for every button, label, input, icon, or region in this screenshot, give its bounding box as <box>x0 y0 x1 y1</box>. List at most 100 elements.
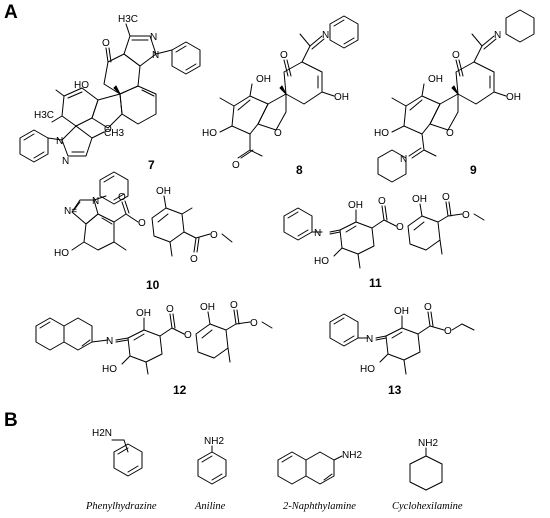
atom-label-o-11c: O <box>442 192 450 203</box>
atom-label-o-11b: O <box>396 222 404 233</box>
atom-label-o-10d: O <box>210 230 218 241</box>
compound-number-11: 11 <box>369 276 382 290</box>
ring-pyrazole-top <box>123 35 157 67</box>
atom-label-o-12a: O <box>166 304 174 315</box>
atom-label-n-12: N <box>106 336 113 347</box>
ring-phenyl-13 <box>329 313 359 347</box>
ring-pyrazole-bottom <box>61 125 93 157</box>
ring-furan-8 <box>257 93 287 131</box>
ring-naphthalene-left-b <box>277 451 307 485</box>
structure-compound-12 <box>35 309 273 375</box>
ring-furan-9 <box>429 93 459 131</box>
ring-naphthalene-left-12 <box>35 317 65 351</box>
atom-label-ho-8: HO <box>202 128 217 139</box>
atom-label-n-7d: N <box>62 156 69 167</box>
ring-cyclohexyl-b <box>409 455 443 491</box>
atom-label-ho-10: HO <box>54 248 69 259</box>
structure-compound-13 <box>329 311 475 375</box>
atom-label-n-8: N <box>322 30 329 41</box>
ring-naphthalene-right-12 <box>63 317 93 351</box>
ring-pyrazole-10 <box>71 199 99 225</box>
atom-label-ho-7: HO <box>74 80 89 91</box>
reagent-name-aniline: Aniline <box>195 501 226 512</box>
atom-label-h2n-phenylhydrazine: H2N <box>92 428 112 439</box>
atom-label-o-10a: O <box>118 192 126 203</box>
atom-label-n-7b: N <box>152 50 159 61</box>
reagent-aniline <box>197 445 227 485</box>
atom-label-n-9a: N <box>494 30 501 41</box>
compound-number-7: 7 <box>148 158 155 172</box>
reagent-name-cyclohexilamine: Cyclohexilamine <box>392 501 463 512</box>
atom-label-o-12c: O <box>230 300 238 311</box>
atom-label-oh-12a: OH <box>136 308 151 319</box>
ring-phenyl-bottom-left <box>19 129 49 163</box>
compound-number-13: 13 <box>388 383 402 397</box>
atom-label-o-13b: O <box>444 326 452 337</box>
atom-label-o-7a: O <box>102 38 110 49</box>
atom-label-n-11: N <box>314 228 321 239</box>
atom-label-ch3-7b: H3C <box>34 110 54 121</box>
ring-phenyl-11 <box>283 207 313 241</box>
compound-number-10: 10 <box>146 278 160 292</box>
atom-label-oh-9b: OH <box>506 92 521 103</box>
compound-number-8: 8 <box>296 163 303 177</box>
ring-aromatic-left-12 <box>127 329 163 363</box>
atom-label-nh2-aniline: NH2 <box>204 436 224 447</box>
atom-label-ho-9: HO <box>374 128 389 139</box>
ring-phenyl-aniline <box>197 451 227 485</box>
atom-label-n-10: N <box>92 196 99 207</box>
ring-aromatic-right-11 <box>407 215 441 251</box>
ring-aromatic-left-11 <box>339 221 375 255</box>
atom-label-nh2-naphthylamine: NH2 <box>342 450 362 461</box>
panel-label-a: A <box>4 2 18 23</box>
atom-label-ch3-7c: CH3 <box>104 128 124 139</box>
ring-aryl-ester-10 <box>151 207 185 243</box>
atom-label-oh-12b: OH <box>200 302 215 313</box>
panel-label-b: B <box>4 410 18 431</box>
reagent-name-2-naphthylamine: 2-Naphthylamine <box>283 501 356 512</box>
atom-label-ho-13: HO <box>360 364 375 375</box>
atom-label-oh-8a: OH <box>256 74 271 85</box>
structure-compound-11 <box>283 201 485 269</box>
atom-label-o-8c: O <box>232 160 240 171</box>
compound-number-12: 12 <box>173 383 187 397</box>
ring-indazole-benzo-10 <box>83 213 115 251</box>
structure-compound-10 <box>71 171 233 257</box>
ring-phenyl-8 <box>329 15 359 49</box>
ring-aromatic-9 <box>403 95 441 135</box>
ring-naphthalene-right-b <box>305 451 335 485</box>
atom-label-n-7c: N <box>56 136 63 147</box>
ring-phenyl-top-right <box>171 41 201 75</box>
ring-aromatic-8 <box>231 95 269 135</box>
ring-cyclohexyl-top-9 <box>505 9 535 43</box>
ring-benzene-mid <box>119 85 157 125</box>
ring-furan-7 <box>91 93 123 129</box>
atom-label-o-10b: O <box>138 218 146 229</box>
ring-dienone-9 <box>455 61 495 105</box>
atom-label-n-7a: N <box>150 32 157 43</box>
structure-compound-8 <box>219 15 359 159</box>
ring-cyclohexyl-bottom-9 <box>377 149 407 183</box>
atom-label-o-8a: O <box>280 50 288 61</box>
atom-label-nh2-cyclohexilamine: NH2 <box>418 438 438 449</box>
ring-aromatic-right-12 <box>195 323 229 359</box>
atom-label-o-12d: O <box>250 318 258 329</box>
atom-label-oh-13: OH <box>394 306 409 317</box>
atom-label-oh-9a: OH <box>428 74 443 85</box>
atom-label-o-8b: O <box>274 128 282 139</box>
atom-label-o-9a: O <box>452 50 460 61</box>
atom-label-oh-10: OH <box>156 186 171 197</box>
ring-aromatic-13 <box>385 327 421 361</box>
atom-label-o-7b: O <box>104 124 112 135</box>
ring-phenyl-10 <box>99 171 129 205</box>
reagent-2-naphthylamine <box>277 451 343 485</box>
reagent-name-phenylhydrazine: Phenylhydrazine <box>86 501 157 512</box>
ring-aromatic-lower-7 <box>61 87 99 127</box>
ring-phenyl-phenylhydrazine <box>113 443 143 477</box>
ring-dienone-8 <box>283 61 323 105</box>
atom-label-n-13: N <box>366 334 373 345</box>
atom-label-oh-11b: OH <box>412 194 427 205</box>
atom-label-o-11a: O <box>378 196 386 207</box>
atom-label-ho-11: HO <box>314 256 329 267</box>
